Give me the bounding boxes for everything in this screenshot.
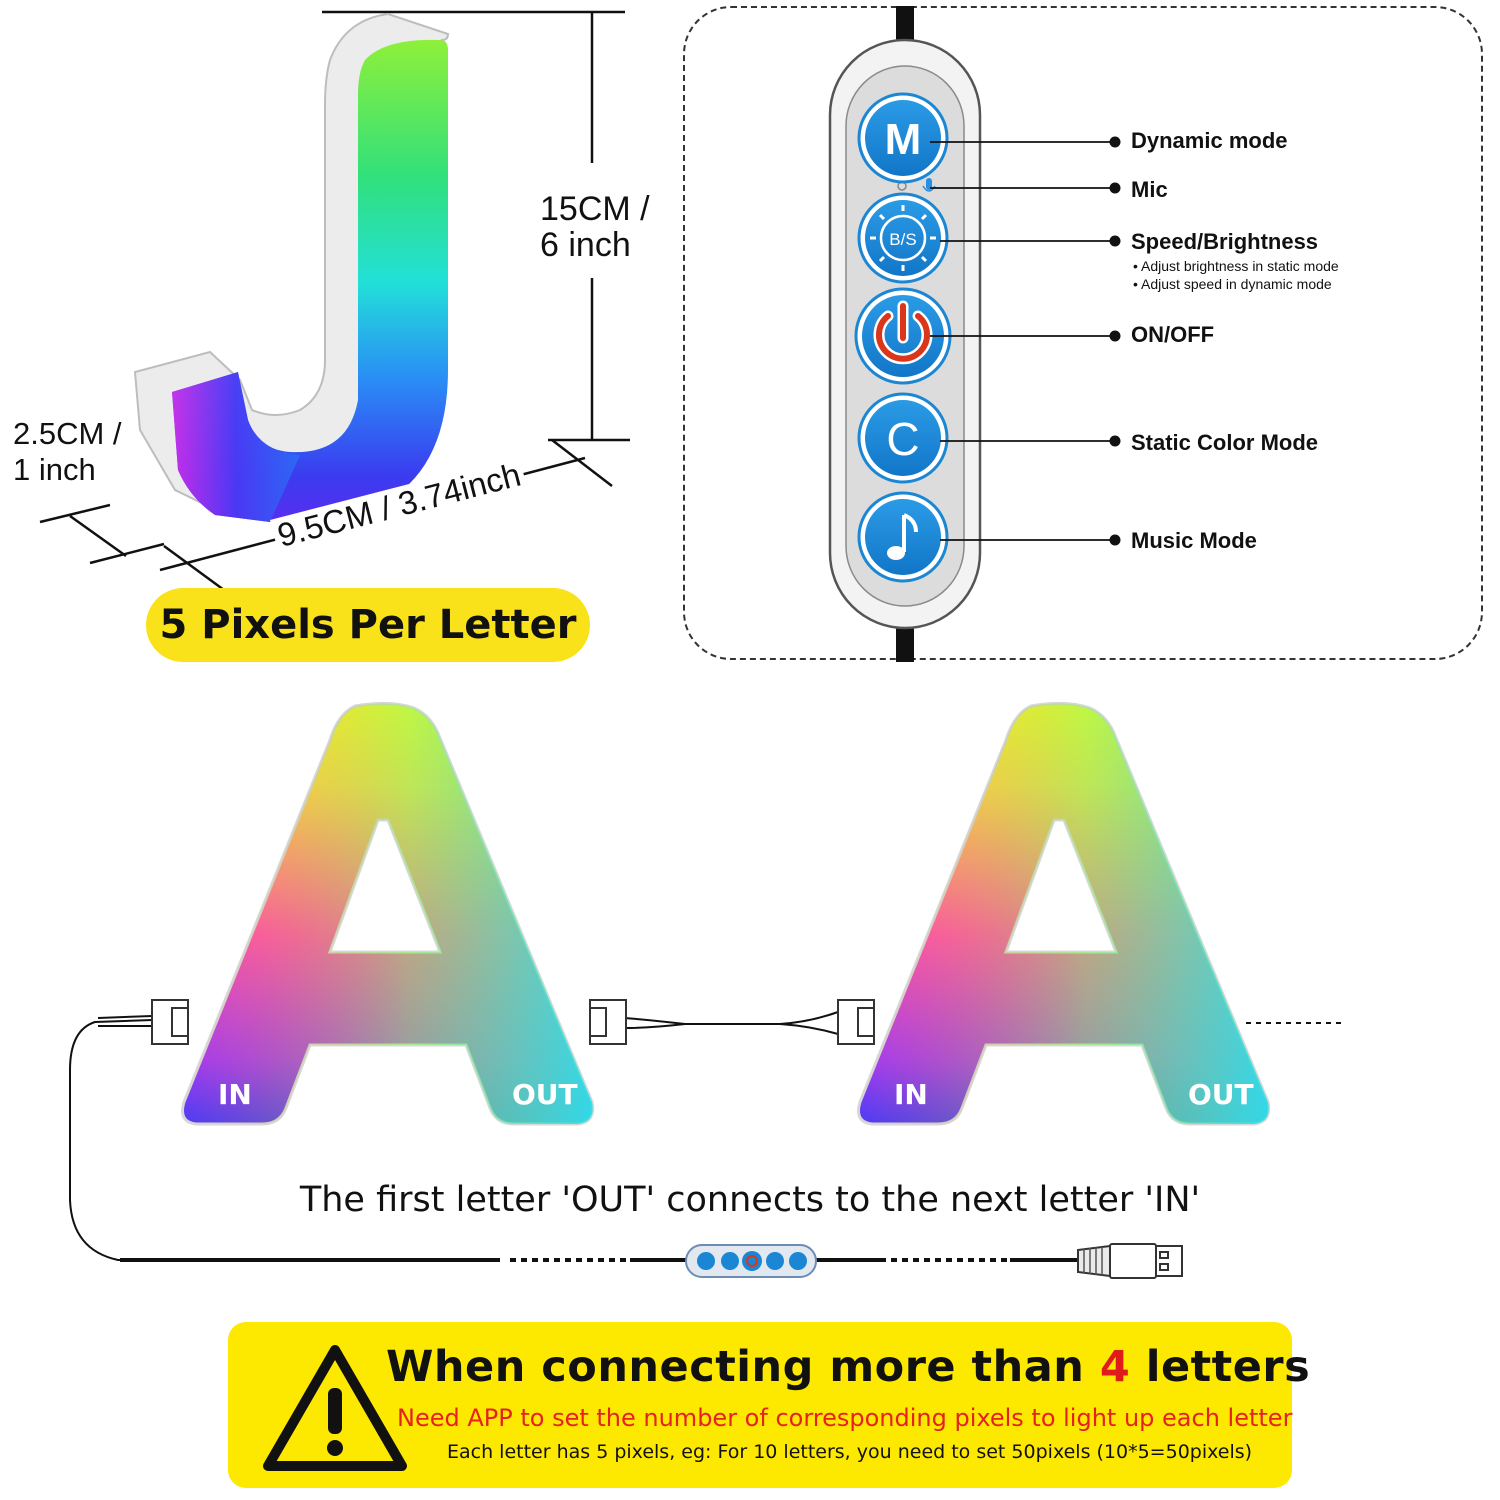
warning-title: When connecting more than 4 letters bbox=[386, 1342, 1310, 1392]
power-button-icon bbox=[854, 287, 952, 385]
mic-label: Mic bbox=[1131, 177, 1168, 202]
svg-text:B/S: B/S bbox=[889, 230, 916, 249]
svg-text:M: M bbox=[885, 115, 922, 164]
music-button-icon bbox=[857, 491, 949, 583]
on-off-label: ON/OFF bbox=[1131, 322, 1215, 347]
remote-panel bbox=[683, 6, 1483, 660]
depth-inch: 1 inch bbox=[13, 452, 96, 487]
usb-plug-icon bbox=[1077, 1243, 1183, 1279]
pixels-per-letter-badge: 5 Pixels Per Letter bbox=[146, 588, 590, 662]
letter-a-1 bbox=[181, 701, 595, 1126]
c-button-icon: C bbox=[857, 392, 949, 484]
note-dynamic-speed: Adjust speed in dynamic mode bbox=[1141, 276, 1332, 292]
svg-text:C: C bbox=[886, 413, 919, 465]
warning-title-end: letters bbox=[1130, 1342, 1311, 1392]
bs-button-icon: B/S bbox=[857, 192, 949, 284]
letter-1-in-label: IN bbox=[218, 1078, 252, 1111]
depth-dimension-label: 2.5CM / 1 inch bbox=[13, 416, 122, 488]
connection-caption: The first letter 'OUT' connects to the n… bbox=[299, 1180, 1201, 1220]
warning-app-line: Need APP to set the number of correspond… bbox=[397, 1404, 1293, 1432]
height-cm: 15CM / bbox=[540, 190, 650, 228]
warning-title-number: 4 bbox=[1099, 1342, 1131, 1392]
letter-2-out-label: OUT bbox=[1188, 1078, 1254, 1111]
speed-brightness-note-2: • Adjust speed in dynamic mode bbox=[1133, 276, 1332, 292]
height-dimension-label: 15CM / 6 inch bbox=[540, 191, 650, 263]
warning-example-line: Each letter has 5 pixels, eg: For 10 let… bbox=[447, 1441, 1253, 1463]
letter-a-2 bbox=[857, 701, 1271, 1126]
speed-brightness-label: Speed/Brightness bbox=[1131, 229, 1319, 254]
mini-remote-icon bbox=[685, 1244, 817, 1278]
warning-triangle-icon bbox=[263, 1345, 407, 1471]
letters-wiring-diagram bbox=[69, 701, 1342, 1279]
warning-banner bbox=[228, 1322, 1292, 1488]
speed-brightness-note-1: • Adjust brightness in static mode bbox=[1133, 258, 1339, 274]
letter-2-in-label: IN bbox=[894, 1078, 928, 1111]
music-mode-label: Music Mode bbox=[1131, 528, 1257, 553]
remote-leader-lines bbox=[930, 136, 1121, 546]
m-button-icon: M bbox=[857, 92, 949, 184]
remote-controller: M B/S C bbox=[828, 6, 982, 662]
dynamic-mode-label: Dynamic mode bbox=[1131, 128, 1288, 153]
static-color-mode-label: Static Color Mode bbox=[1131, 430, 1319, 455]
note-static-brightness: Adjust brightness in static mode bbox=[1141, 258, 1339, 274]
warning-title-start: When connecting more than bbox=[386, 1342, 1100, 1392]
letter-j-illustration bbox=[39, 10, 630, 592]
letter-1-out-label: OUT bbox=[512, 1078, 578, 1111]
depth-cm: 2.5CM / bbox=[13, 416, 122, 451]
height-inch: 6 inch bbox=[540, 226, 631, 264]
